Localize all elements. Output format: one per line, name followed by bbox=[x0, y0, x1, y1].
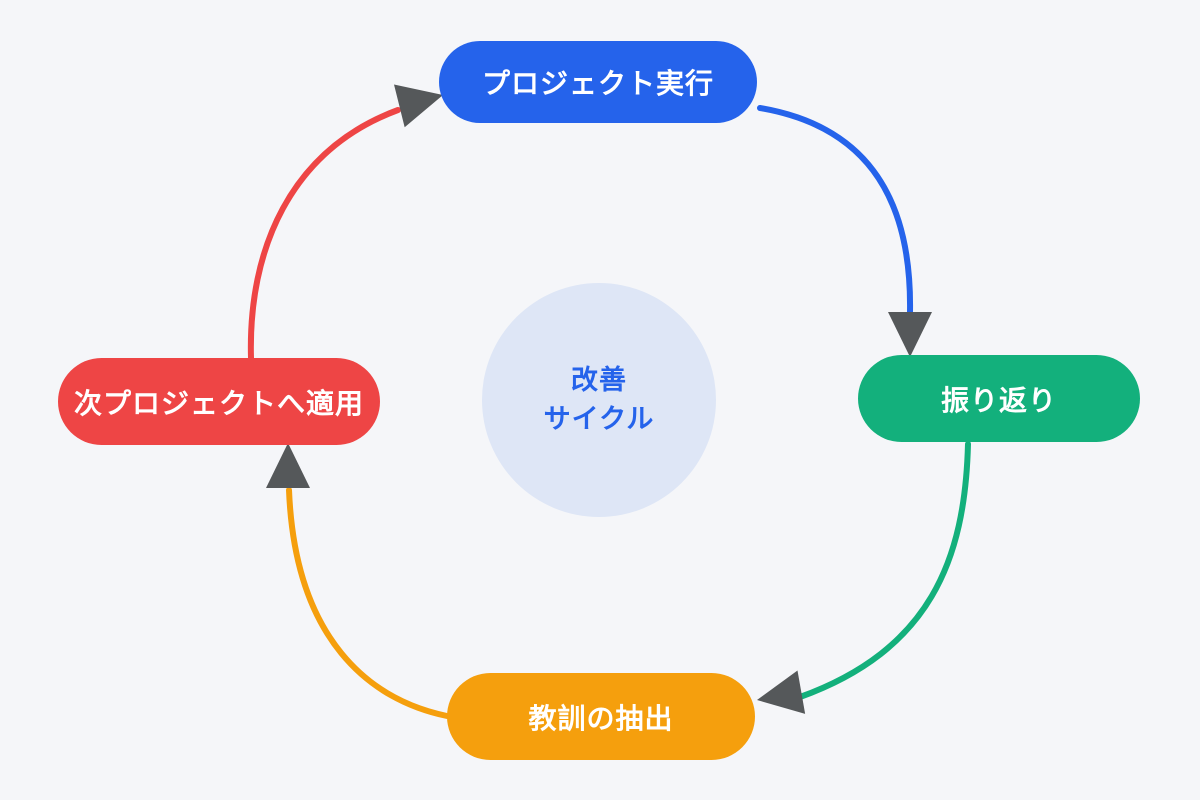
node-apply-to-next-project: 次プロジェクトへ適用 bbox=[58, 358, 380, 445]
arrow-retrospective-to-lessons bbox=[797, 441, 971, 700]
node-lesson-extraction: 教訓の抽出 bbox=[447, 673, 755, 760]
cycle-center-circle: 改善 サイクル bbox=[482, 283, 716, 517]
arrow-execution-to-retrospective bbox=[757, 105, 914, 315]
node-retrospective-label: 振り返り bbox=[940, 384, 1057, 416]
arrowhead-apply bbox=[266, 443, 310, 488]
arrow-lessons-to-apply bbox=[286, 487, 450, 719]
cycle-center-label: 改善 サイクル bbox=[544, 361, 655, 439]
node-project-execution: プロジェクト実行 bbox=[439, 41, 757, 123]
arrowhead-lessons bbox=[757, 670, 806, 714]
cycle-center-label-line2: サイクル bbox=[543, 404, 655, 434]
node-lesson-extraction-label: 教訓の抽出 bbox=[528, 702, 674, 734]
arrowhead-retrospective bbox=[888, 312, 932, 357]
arrowhead-execution bbox=[394, 84, 443, 128]
node-project-execution-label: プロジェクト実行 bbox=[481, 68, 714, 99]
cycle-center-label-line1: 改善 bbox=[571, 364, 627, 395]
arrow-apply-to-execution bbox=[247, 107, 401, 361]
node-apply-to-next-project-label: 次プロジェクトへ適用 bbox=[73, 387, 364, 419]
node-retrospective: 振り返り bbox=[858, 355, 1140, 442]
